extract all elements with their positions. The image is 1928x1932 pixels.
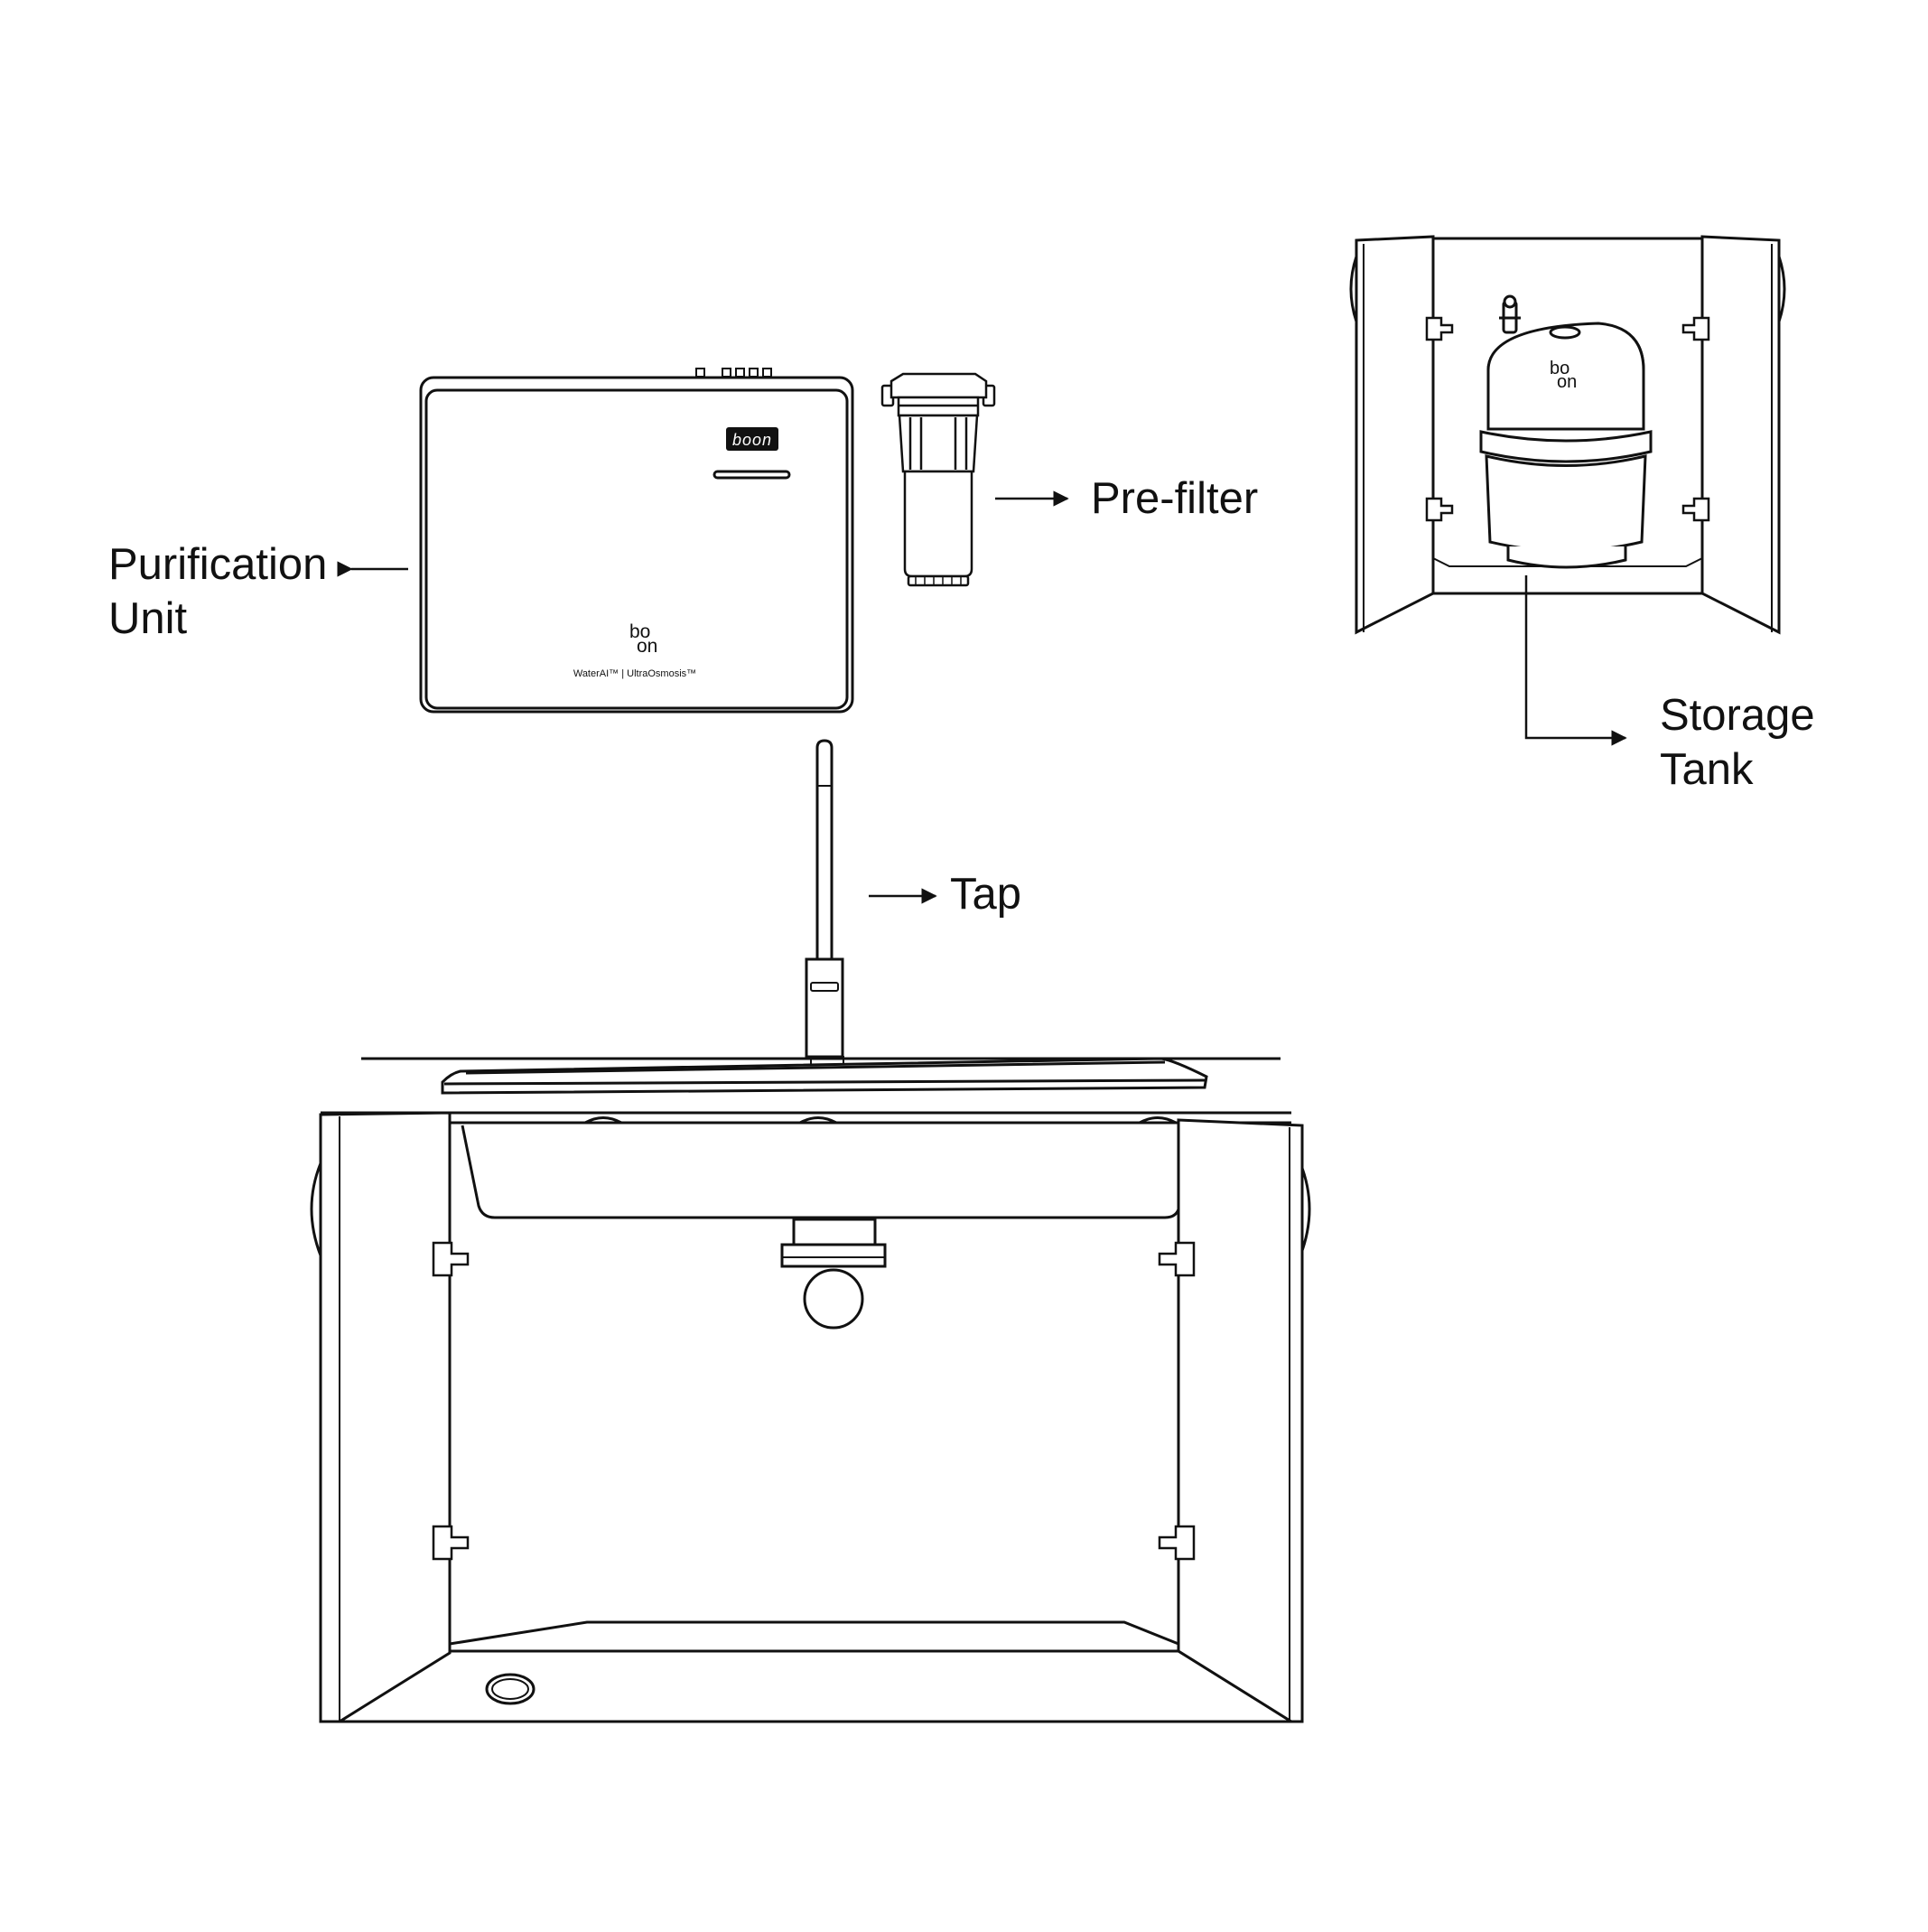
label-storage-line2: Tank xyxy=(1660,745,1754,794)
label-purification-line2: Unit xyxy=(108,594,188,643)
storage-tank: bo on xyxy=(1479,294,1653,569)
pre-filter xyxy=(880,372,996,587)
tank-brand-mark-bottom: on xyxy=(1557,372,1577,392)
storage-tank-cabinet xyxy=(1349,235,1786,635)
unit-brand-mark-bottom: on xyxy=(637,636,657,657)
label-tap: Tap xyxy=(950,870,1022,919)
unit-top-buttons xyxy=(695,368,772,378)
unit-display-panel xyxy=(726,427,778,451)
tap xyxy=(805,739,844,1067)
label-purification-unit: Purification Unit xyxy=(108,537,327,646)
unit-caption: WaterAI™ | UltraOsmosis™ xyxy=(573,668,696,679)
tank-brand-mark-top: bo xyxy=(1550,359,1569,378)
storage-tank-arrow xyxy=(1524,575,1627,746)
unit-display-text: boon xyxy=(732,431,772,449)
purification-unit: boon bo on WaterAI™ | UltraOsmosis™ xyxy=(419,368,854,714)
sink-cabinet xyxy=(310,1057,1311,1723)
label-storage-line1: Storage xyxy=(1660,691,1815,740)
label-storage-tank: Storage Tank xyxy=(1660,688,1815,797)
label-pre-filter: Pre-filter xyxy=(1091,474,1259,523)
unit-indicator-slot xyxy=(713,470,791,480)
unit-brand-mark-top: bo xyxy=(629,621,650,642)
label-purification-line1: Purification xyxy=(108,540,328,589)
